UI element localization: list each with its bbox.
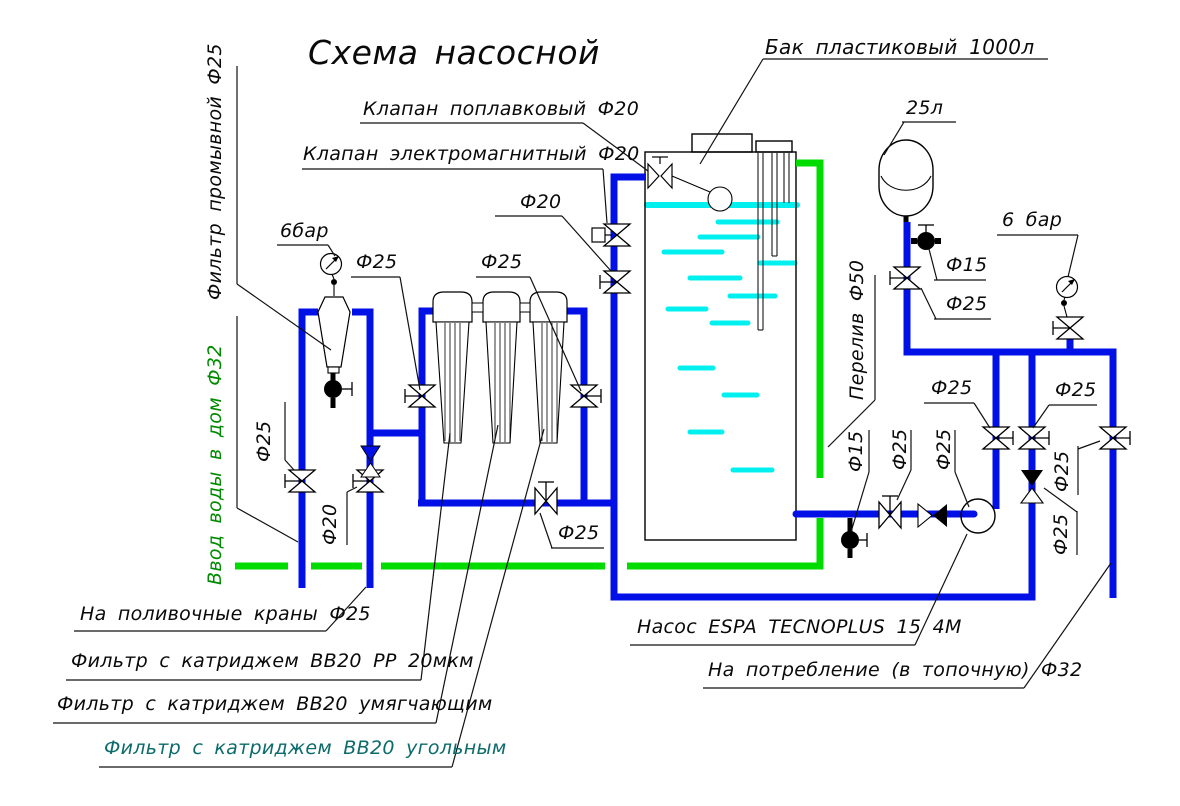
label-d25-vessel-valve: Ф25 [946, 293, 988, 315]
page-title: Схема насосной [308, 33, 600, 72]
label-d15-drain: Ф15 [845, 430, 867, 472]
check-valves [360, 445, 1045, 529]
label-consumption: На потребление (в топочную) Ф32 [708, 659, 1083, 681]
overflow-pipe [235, 159, 824, 570]
label-filter-softening: Фильтр с катриджем ВВ20 умягчающим [57, 693, 493, 715]
label-d25-right-branch: Ф25 [1055, 379, 1097, 401]
pressure-gauge-right [1055, 275, 1079, 318]
label-water-inlet: Ввод воды в дом Ф32 [204, 344, 226, 585]
label-flush-filter: Фильтр промывной Ф25 [204, 43, 226, 300]
label-filter-carbon: Фильтр с катриджем ВВ20 угольным [104, 737, 507, 759]
vessel-drain-ball-valve [911, 224, 941, 250]
label-d15-vessel-drain: Ф15 [946, 254, 988, 276]
expansion-vessel-25l [878, 139, 934, 222]
label-d20-garden: Ф20 [319, 503, 341, 545]
label-d25-bypass: Ф25 [558, 522, 600, 544]
cartridge-filters [432, 291, 568, 444]
tank-water [644, 202, 800, 473]
label-d25-filter-out: Ф25 [481, 251, 523, 273]
pump-body [961, 499, 995, 533]
label-6bar-left: 6бар [280, 220, 329, 242]
suction-drain-ball-valve [841, 518, 868, 558]
overflow-standpipes [757, 153, 790, 331]
label-solenoid-valve: Клапан электромагнитный Ф20 [303, 143, 640, 165]
label-d25-filter-in: Ф25 [356, 251, 398, 273]
ball-valves [841, 224, 941, 558]
label-d25-consume-valve: Ф25 [1051, 450, 1073, 492]
pressure-gauge-left [319, 252, 343, 276]
label-tank-1000l: Бак пластиковый 1000л [765, 35, 1035, 59]
label-d20-fill: Ф20 [520, 191, 562, 213]
float-valve [647, 156, 733, 212]
plastic-tank-1000l [644, 133, 797, 541]
label-float-valve: Клапан поплавковый Ф20 [363, 98, 640, 120]
water-pipes [298, 173, 1117, 601]
label-filter-pp: Фильтр с катриджем ВВ20 PP 20мкм [71, 650, 474, 672]
label-d25-check-branch: Ф25 [1050, 513, 1072, 555]
label-irrigation-taps: На поливочные краны Ф25 [80, 603, 371, 625]
label-overflow-d50: Перелив Ф50 [846, 259, 868, 400]
label-d25-inlet-valve: Ф25 [253, 420, 275, 462]
pump-circle [960, 498, 996, 534]
label-d25-pump-out: Ф25 [931, 377, 973, 399]
label-vessel-25l: 25л [906, 97, 944, 119]
label-d25-suction-valve: Ф25 [889, 428, 911, 470]
flush-drain-ball-valve [324, 373, 353, 408]
leader-lines [236, 58, 1112, 768]
float-ball [707, 186, 733, 212]
flush-filter [317, 252, 353, 408]
shutoff-valves [284, 266, 1131, 529]
label-pump-espa: Насос ESPA TECNOPLUS 15 4M [637, 616, 962, 638]
label-underlines [53, 58, 1097, 768]
label-d25-suction-check: Ф25 [933, 428, 955, 470]
label-6bar-right: 6 бар [1002, 209, 1063, 231]
gauge-tap-dot [331, 279, 337, 285]
solenoid-valve [591, 223, 631, 247]
